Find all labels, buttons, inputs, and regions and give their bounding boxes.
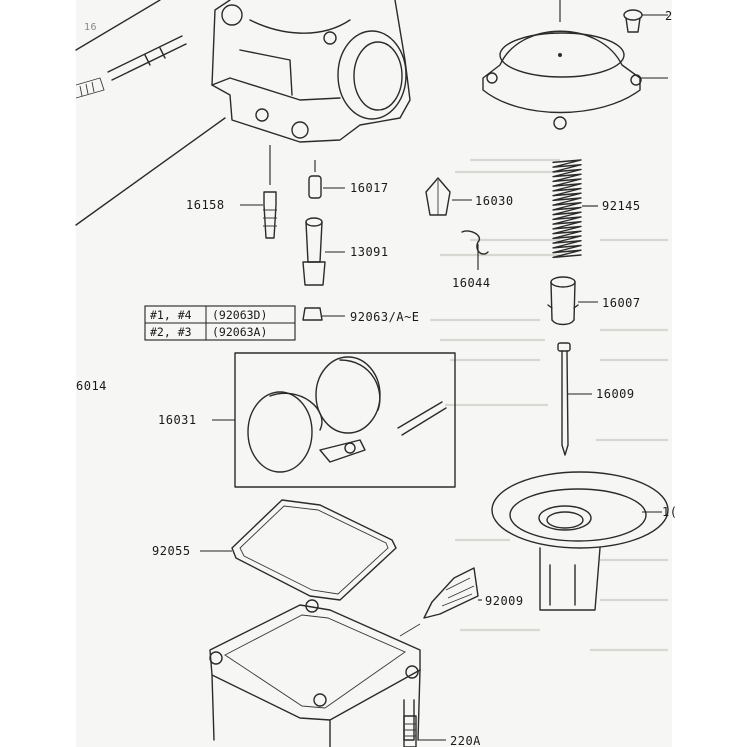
callout-2-edge: 2 (665, 9, 673, 23)
callout-220A: 220A (450, 734, 481, 747)
callout-13091: 13091 (350, 245, 389, 259)
table-row-1-cylinders: #1, #4 (150, 308, 192, 322)
callout-16-edge: 16 (84, 22, 97, 33)
callout-16014: 6014 (76, 379, 107, 393)
callout-16017: 16017 (350, 181, 389, 195)
spring-92145 (552, 159, 582, 259)
vacuum-piston (491, 471, 669, 611)
float-valve-16030 (425, 177, 472, 216)
callout-92063: 92063/A~E (350, 310, 420, 324)
part-callouts: 16 16158 16017 16030 92145 13091 16044 1… (76, 9, 677, 747)
callout-92145: 92145 (602, 199, 641, 213)
bolt-220A (403, 715, 446, 747)
main-jet-table: #1, #4 (92063D) #2, #3 (92063A) (144, 305, 296, 341)
callout-16030: 16030 (475, 194, 514, 208)
float-bowl (209, 599, 421, 747)
float-bowl-gasket-92055 (200, 499, 397, 601)
drain-screw-92009 (399, 567, 482, 637)
jet-needle-16009 (557, 342, 592, 456)
callout-16007: 16007 (602, 296, 641, 310)
cover-screw (623, 9, 668, 33)
table-row-2-cylinders: #2, #3 (150, 325, 192, 339)
bleed-through-text (430, 158, 668, 652)
carburetor-body (75, 0, 411, 226)
page-margin (0, 0, 76, 747)
callout-92009: 92009 (485, 594, 524, 608)
needle-holder-16007 (547, 276, 598, 326)
valve-clip-16044 (461, 230, 489, 270)
pilot-screw-16158 (240, 145, 277, 239)
callout-16158: 16158 (186, 198, 225, 212)
main-jet-92063 (302, 307, 345, 321)
top-cover (482, 0, 668, 130)
callout-92055: 92055 (152, 544, 191, 558)
table-row-1-part: (92063D) (212, 308, 267, 322)
callout-16044: 16044 (452, 276, 491, 290)
table-row-2-part: (92063A) (212, 325, 267, 339)
spring-coil (552, 159, 582, 259)
float-assembly-16031 (212, 352, 456, 488)
callout-16009: 16009 (596, 387, 635, 401)
callout-16031: 16031 (158, 413, 197, 427)
jet-holder-16017 (308, 160, 345, 199)
callout-1-edge: 1( (662, 505, 677, 519)
needle-jet-13091 (302, 217, 345, 286)
